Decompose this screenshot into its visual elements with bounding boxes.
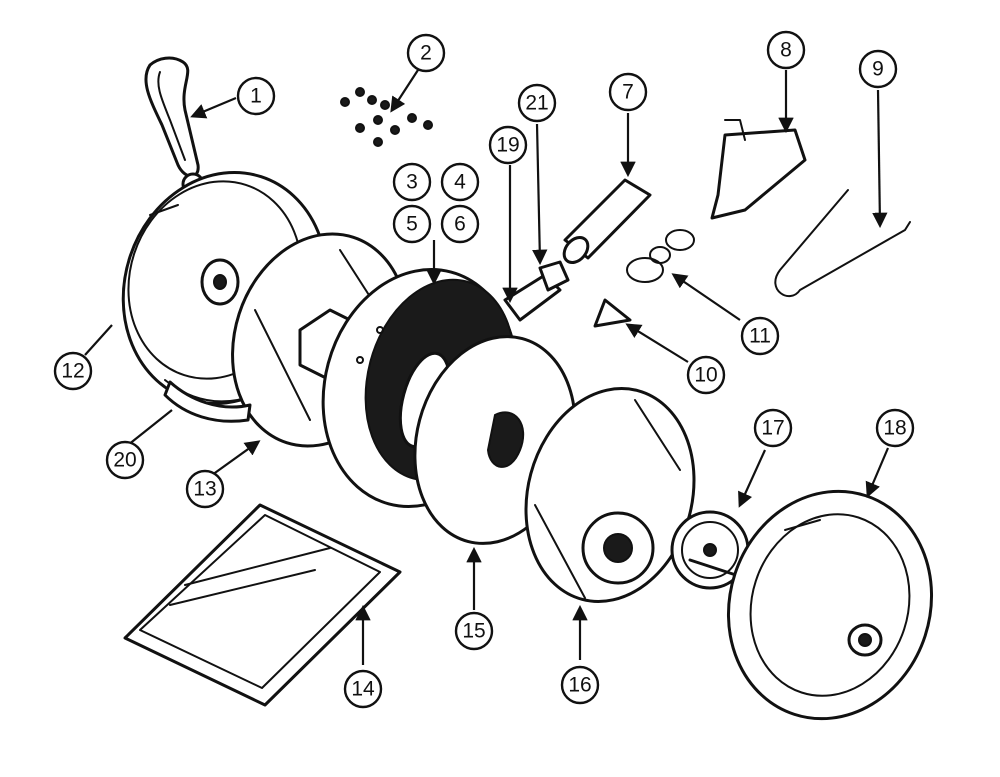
callout-13: 13 [185,469,225,509]
svg-text:19: 19 [496,134,519,157]
part-9-wire-spring [774,189,911,297]
svg-text:15: 15 [462,620,485,643]
callout-2: 2 [406,33,446,73]
svg-text:1: 1 [250,85,262,108]
svg-text:6: 6 [454,213,466,236]
callout-4: 4 [440,162,480,202]
part-20-housing-band [163,380,252,423]
callout-8: 8 [766,30,806,70]
svg-text:4: 4 [454,171,466,194]
part-2-screws [340,87,433,147]
part-10-triangle [593,298,632,328]
svg-text:10: 10 [694,364,717,387]
callouts: 1 2 3 4 5 6 7 8 9 10 11 12 13 14 15 16 1… [53,30,915,709]
callout-5: 5 [392,204,432,244]
part-18-front-housing [726,489,934,721]
callout-7: 7 [608,72,648,112]
callout-11: 11 [740,316,780,356]
callout-10: 10 [686,355,726,395]
callout-9: 9 [858,49,898,89]
svg-text:7: 7 [622,81,634,104]
svg-text:17: 17 [761,417,784,440]
callout-18: 18 [875,408,915,448]
callout-16: 16 [560,665,600,705]
svg-text:16: 16 [568,674,591,697]
part-19-21-tape-clip [503,260,570,322]
part-11-rings [626,229,695,283]
callout-6: 6 [440,204,480,244]
svg-text:12: 12 [61,360,84,383]
leader-lines [84,69,890,665]
callout-17: 17 [753,408,793,448]
callout-20: 20 [105,440,145,480]
svg-text:8: 8 [780,39,792,62]
callout-14: 14 [343,669,383,709]
svg-text:18: 18 [883,417,906,440]
svg-text:13: 13 [193,478,216,501]
svg-text:21: 21 [525,92,548,115]
part-7-pin [562,178,652,265]
svg-text:3: 3 [406,171,418,194]
part-8-bracket [710,119,807,220]
callout-19: 19 [488,125,528,165]
callout-21: 21 [517,83,557,123]
part-1-snap-hook [144,56,205,196]
part-14-label-sheet [123,503,402,707]
svg-text:14: 14 [351,678,375,701]
svg-text:20: 20 [113,449,136,472]
svg-text:11: 11 [749,325,771,348]
callout-1: 1 [236,76,276,116]
svg-text:5: 5 [406,213,418,236]
svg-text:9: 9 [872,58,884,81]
part-16-gear-plate [524,387,696,603]
svg-text:2: 2 [420,42,432,65]
callout-15: 15 [454,611,494,651]
callout-3: 3 [392,162,432,202]
callout-12: 12 [53,351,93,391]
